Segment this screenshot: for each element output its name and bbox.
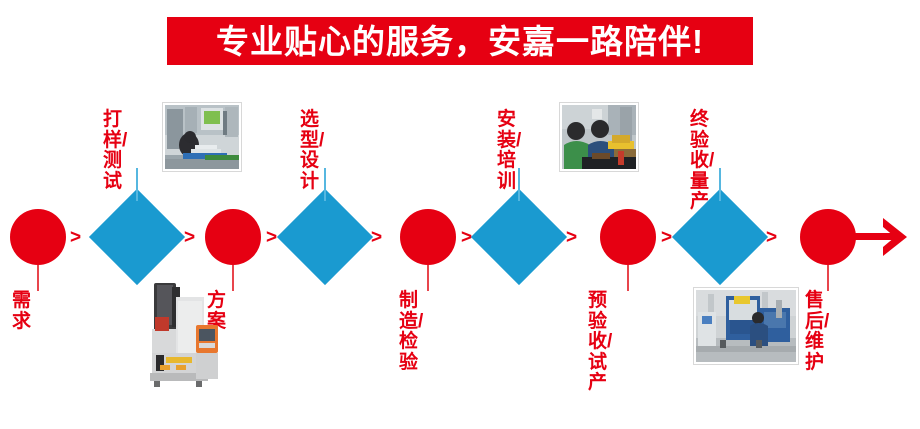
- circle-shape-solution: [205, 209, 261, 265]
- chevron-separator-2: >: [184, 227, 196, 248]
- chevron-separator-3: >: [266, 227, 278, 248]
- welding-machine-photo: [146, 277, 224, 389]
- flow-step-6-label: 安装/ 培训: [497, 109, 522, 192]
- right-arrow-icon: [845, 218, 907, 256]
- testing-lab-photo: [163, 103, 241, 171]
- flow-step-2-label: 打样/ 测试: [103, 109, 128, 192]
- chevron-separator-6: >: [566, 227, 578, 248]
- chevron-separator-1: >: [70, 227, 82, 248]
- flow-step-8-label: 终验收/ 量产: [690, 109, 715, 213]
- flow-step-5-label: 制造/ 检验: [399, 290, 424, 373]
- stem-line-pre-acceptance-trial: [627, 265, 629, 291]
- installation-training-photo: [560, 103, 638, 171]
- stem-line-solution: [232, 265, 234, 291]
- page-title: 专业贴心的服务，安嘉一路陪伴!: [216, 22, 704, 60]
- flow-step-1-label: 需求: [12, 290, 32, 332]
- flow-step-7-label: 预验收/ 试产: [588, 290, 613, 394]
- stem-line-after-sales: [827, 265, 829, 291]
- chevron-separator-5: >: [461, 227, 473, 248]
- production-floor-photo: [694, 288, 798, 364]
- diamond-shape-final-acceptance: [671, 188, 769, 286]
- stem-line-demand: [37, 265, 39, 291]
- stem-line-install-training: [518, 168, 520, 201]
- stem-line-prototype-test: [136, 168, 138, 201]
- circle-shape-manufacture-inspect: [400, 209, 456, 265]
- diamond-shape-install-training: [470, 188, 568, 286]
- chevron-separator-7: >: [661, 227, 673, 248]
- diamond-shape-selection-design: [276, 188, 374, 286]
- title-banner: 专业贴心的服务，安嘉一路陪伴!: [167, 17, 753, 65]
- chevron-separator-8: >: [766, 227, 778, 248]
- flow-step-4-label: 选型/ 设计: [300, 109, 325, 192]
- stem-line-final-acceptance: [719, 168, 721, 201]
- flow-step-9-label: 售后/ 维护: [805, 290, 830, 373]
- stem-line-manufacture-inspect: [427, 265, 429, 291]
- chevron-separator-4: >: [371, 227, 383, 248]
- flow-step-3-label: 方案: [207, 290, 227, 332]
- circle-shape-demand: [10, 209, 66, 265]
- circle-shape-pre-acceptance-trial: [600, 209, 656, 265]
- stem-line-selection-design: [324, 168, 326, 201]
- diamond-shape-prototype-test: [88, 188, 186, 286]
